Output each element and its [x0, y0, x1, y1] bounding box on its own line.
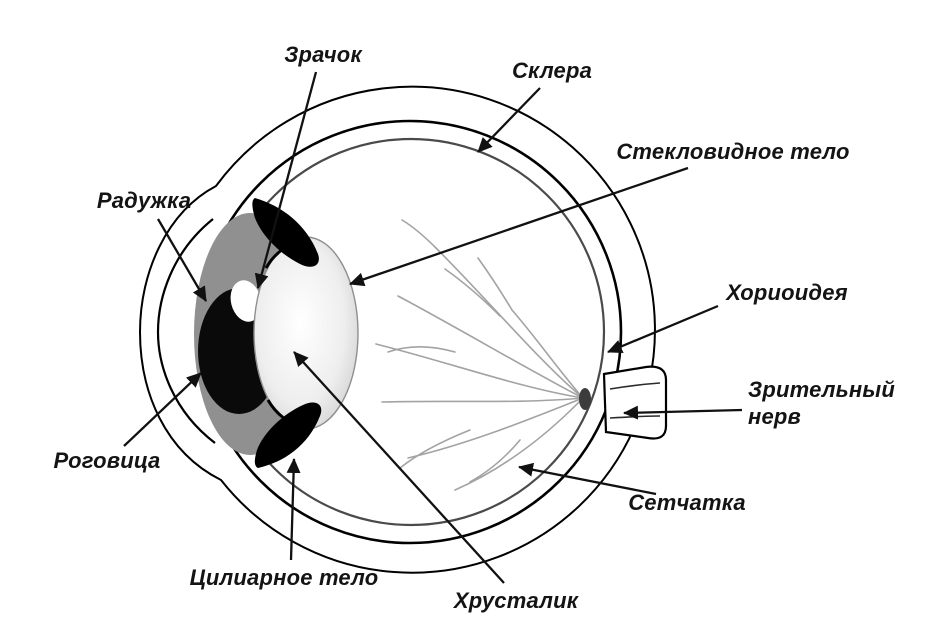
label-lens: Хрусталик	[453, 588, 579, 613]
arrow-lens	[293, 351, 505, 584]
ciliary-bottom-shape	[254, 402, 322, 468]
label-vitreous: Стекловидное тело	[616, 139, 850, 164]
label-iris: Радужка	[96, 188, 192, 213]
arrow-vitreous	[349, 166, 689, 287]
arrow-ciliary	[286, 458, 301, 561]
arrow-sclera	[477, 87, 541, 153]
label-optic-nerve: Зрительный нерв	[748, 377, 896, 429]
arrow-pupil	[254, 71, 318, 289]
optic-disc	[579, 388, 591, 410]
arrow-iris	[157, 218, 207, 302]
zonule-bottom	[266, 399, 305, 430]
cornea-arc	[156, 218, 216, 444]
label-choroid: Хориоидея	[726, 280, 848, 305]
pupil-highlight	[230, 280, 262, 322]
retinal-vessels	[375, 219, 584, 491]
label-cornea: Роговица	[53, 448, 161, 473]
label-sclera: Склера	[511, 58, 593, 83]
label-pupil: Зрачок	[284, 42, 362, 67]
ciliary-top-shape	[252, 198, 319, 267]
optic-nerve-shape	[602, 365, 668, 440]
arrow-cornea	[123, 372, 202, 447]
label-ciliary: Цилиарное тело	[189, 565, 379, 590]
zonule-top	[264, 238, 303, 269]
arrow-retina	[518, 462, 657, 496]
label-retina: Сетчатка	[628, 490, 746, 515]
arrow-optic-nerve	[623, 405, 743, 420]
arrow-choroid	[607, 304, 719, 354]
